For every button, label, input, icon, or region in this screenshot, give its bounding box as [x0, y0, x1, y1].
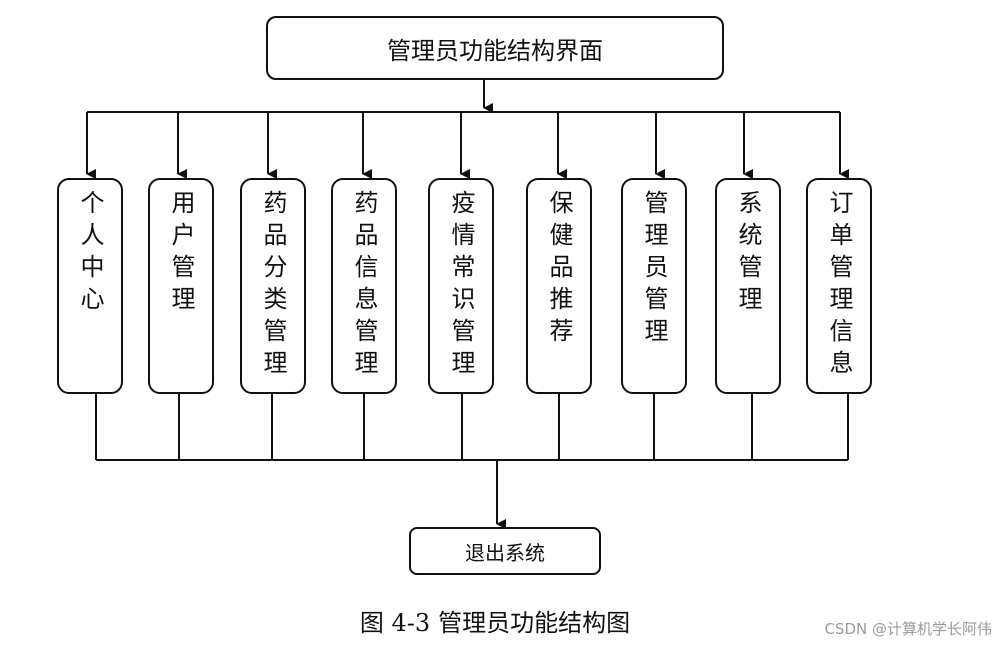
module-label: 管理员管理: [640, 190, 668, 350]
module-label: 订单管理信息: [825, 190, 853, 382]
module-label: 药品分类管理: [259, 190, 287, 382]
module-label: 系统管理: [734, 190, 762, 318]
root-box: 管理员功能结构界面: [266, 16, 724, 80]
module-box: 保健品推荐: [526, 178, 592, 394]
module-label: 疫情常识管理: [447, 190, 475, 382]
module-box: 个人中心: [57, 178, 123, 394]
module-box: 药品信息管理: [331, 178, 397, 394]
module-box: 订单管理信息: [806, 178, 872, 394]
module-label: 保健品推荐: [545, 190, 573, 350]
module-box: 药品分类管理: [240, 178, 306, 394]
module-label: 药品信息管理: [350, 190, 378, 382]
exit-label: 退出系统: [465, 540, 545, 565]
caption-title: 管理员功能结构图: [438, 609, 631, 637]
module-box: 用户管理: [148, 178, 214, 394]
caption-number: 图 4-3: [359, 609, 431, 637]
module-label: 用户管理: [167, 190, 195, 318]
module-label: 个人中心: [76, 190, 104, 318]
watermark: CSDN @计算机学长阿伟: [824, 620, 992, 638]
root-label: 管理员功能结构界面: [387, 36, 603, 65]
module-box: 疫情常识管理: [428, 178, 494, 394]
module-box: 管理员管理: [621, 178, 687, 394]
exit-box: 退出系统: [409, 527, 601, 575]
module-box: 系统管理: [715, 178, 781, 394]
